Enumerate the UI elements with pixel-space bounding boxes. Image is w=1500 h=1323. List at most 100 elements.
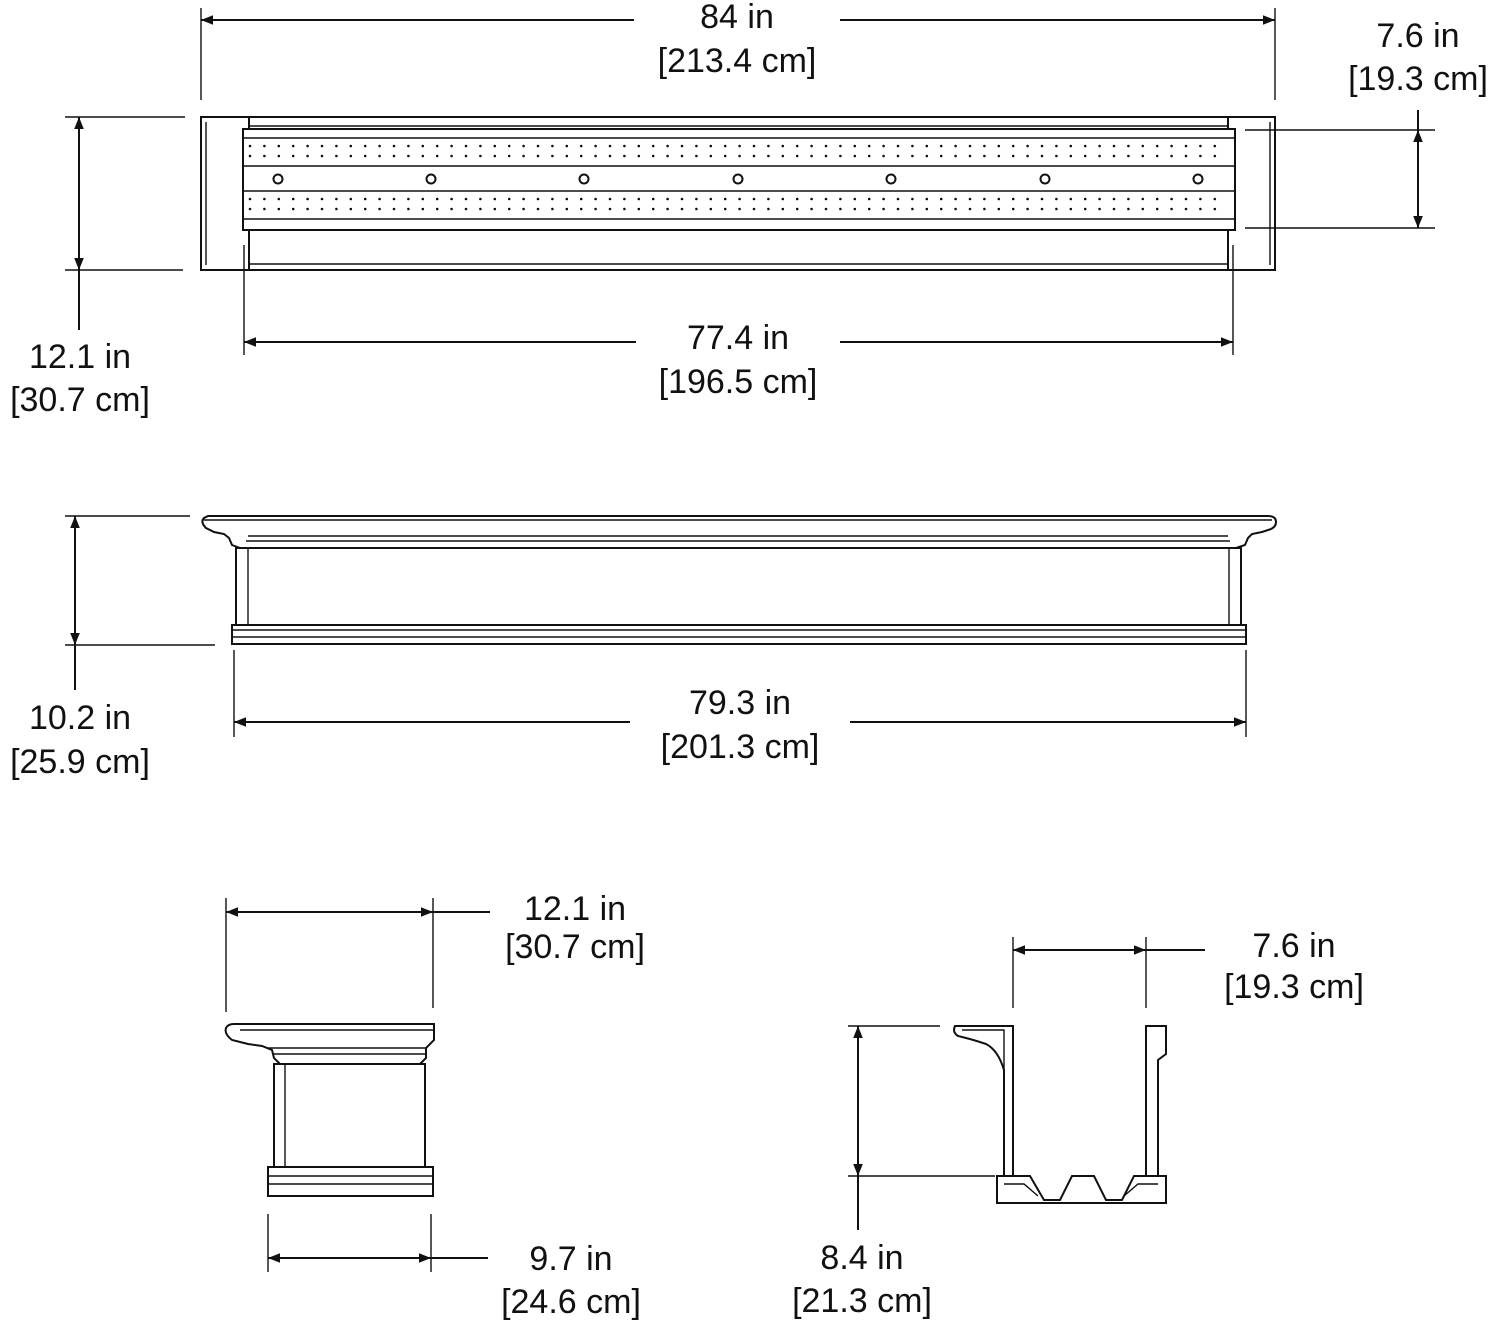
drain-hole-dot [1184, 154, 1188, 158]
drain-hole-dot [795, 144, 799, 148]
drain-hole-dot [335, 144, 338, 148]
drain-hole-dot [867, 207, 871, 211]
drain-hole-dot [306, 197, 309, 201]
drain-hole-dot [767, 207, 770, 211]
drain-hole-dot [781, 207, 785, 211]
end-base-width-inches: 9.7 in [529, 1240, 612, 1278]
drain-hole-dot [1199, 144, 1202, 148]
drain-hole-dot [867, 197, 871, 201]
drain-hole-dot [1199, 207, 1202, 211]
drain-hole-dot [435, 154, 439, 158]
drain-hole-dot [349, 144, 353, 148]
drain-hole-dot [493, 197, 497, 201]
drain-hole-dot [1112, 207, 1116, 211]
drain-hole-dot [435, 197, 439, 201]
drain-hole-dot [1098, 154, 1101, 158]
drain-hole-dot [536, 144, 540, 148]
drain-hole-dot [651, 207, 655, 211]
drain-hole-dot [695, 207, 698, 211]
drain-hole-dot [810, 197, 813, 201]
mounting-holes [272, 173, 1204, 185]
drain-hole-dot [723, 154, 727, 158]
drain-hole-dot [839, 197, 842, 201]
dimension-section-inner-height: 8.4 in [21.3 cm] [792, 1025, 995, 1320]
drain-hole-dot [939, 207, 943, 211]
drain-hole-dot [1040, 197, 1044, 201]
drain-hole-dot [320, 154, 324, 158]
drain-hole-dot [1011, 154, 1015, 158]
dimension-section-inner-width: 7.6 in [19.3 cm] [1012, 927, 1364, 1008]
drain-hole-dot [335, 197, 338, 201]
drain-hole-dot [637, 154, 641, 158]
mounting-hole [1192, 173, 1204, 185]
drain-hole-dot [306, 144, 309, 148]
drain-hole-dot [248, 144, 252, 148]
drain-hole-dot [479, 154, 482, 158]
drain-hole-dot [407, 197, 410, 201]
drain-hole-dot [983, 197, 986, 201]
drain-hole-dot [738, 207, 741, 211]
drain-hole-dot [695, 197, 698, 201]
drain-hole-dot [882, 197, 885, 201]
section-inner-width-inches: 7.6 in [1252, 927, 1335, 965]
overall-width-cm: [30.7 cm] [10, 381, 150, 419]
inner-length-inches: 77.4 in [687, 319, 789, 357]
drain-hole-dot [882, 144, 885, 148]
drain-hole-dot [536, 197, 540, 201]
drain-hole-dot [1213, 154, 1217, 158]
drain-hole-dot [608, 197, 612, 201]
drain-hole-dot [1141, 207, 1145, 211]
drain-hole-dot [594, 144, 597, 148]
drain-hole-dot [435, 144, 439, 148]
drain-hole-dot [277, 144, 281, 148]
dimension-inner-width: 7.6 in [19.3 cm] [1245, 17, 1488, 229]
drain-hole-dot [1141, 154, 1145, 158]
drain-hole-dot [1069, 154, 1073, 158]
drain-hole-dot [623, 144, 626, 148]
dimension-inner-length: 77.4 in [196.5 cm] [243, 245, 1234, 401]
drain-hole-dot [1083, 154, 1087, 158]
drain-hole-dot [896, 197, 900, 201]
drain-hole-dot [1170, 207, 1173, 211]
drain-hole-dot [392, 207, 396, 211]
drain-hole-dot [407, 144, 410, 148]
drain-hole-dot [1083, 197, 1087, 201]
drain-hole-dot [651, 197, 655, 201]
drain-hole-dot [1098, 144, 1101, 148]
drain-hole-dot [997, 154, 1001, 158]
drain-hole-dot [968, 197, 972, 201]
drain-hole-dot [263, 154, 266, 158]
drain-hole-dot [954, 207, 957, 211]
dimension-overall-length: 84 in [213.4 cm] [200, 0, 1276, 100]
drain-hole-dot [810, 154, 813, 158]
drain-hole-dot [1011, 197, 1015, 201]
cross-section-view: 7.6 in [19.3 cm] 8.4 in [21.3 cm] [792, 927, 1364, 1320]
inner-width-inches: 7.6 in [1376, 17, 1459, 55]
drain-hole-dot [378, 207, 381, 211]
drain-hole-dot [320, 207, 324, 211]
drain-hole-dot [1155, 144, 1159, 148]
section-inner-height-cm: [21.3 cm] [792, 1282, 932, 1320]
base-length-inches: 79.3 in [689, 684, 791, 722]
drain-hole-dot [263, 144, 266, 148]
drain-hole-dot [1170, 144, 1173, 148]
drain-hole-dot [968, 154, 972, 158]
drain-hole-dot [709, 144, 713, 148]
drain-hole-dot [954, 154, 957, 158]
mounting-hole [732, 173, 744, 185]
drain-hole-dot [824, 197, 828, 201]
end-view: 12.1 in [30.7 cm] 9.7 in [24.6 cm] [224, 890, 645, 1321]
drain-hole-dot [551, 144, 554, 148]
drain-hole-dot [954, 144, 957, 148]
mounting-hole [885, 173, 897, 185]
drain-hole-dot [896, 154, 900, 158]
drain-hole-dot [507, 197, 511, 201]
drain-hole-dot [939, 154, 943, 158]
drain-hole-dot [421, 144, 425, 148]
drain-hole-dot [968, 144, 972, 148]
drain-hole-dot [867, 154, 871, 158]
drain-hole-dot [464, 144, 468, 148]
drain-hole-dot [407, 207, 410, 211]
drain-hole-dot [738, 154, 741, 158]
drain-hole-dot [363, 154, 367, 158]
